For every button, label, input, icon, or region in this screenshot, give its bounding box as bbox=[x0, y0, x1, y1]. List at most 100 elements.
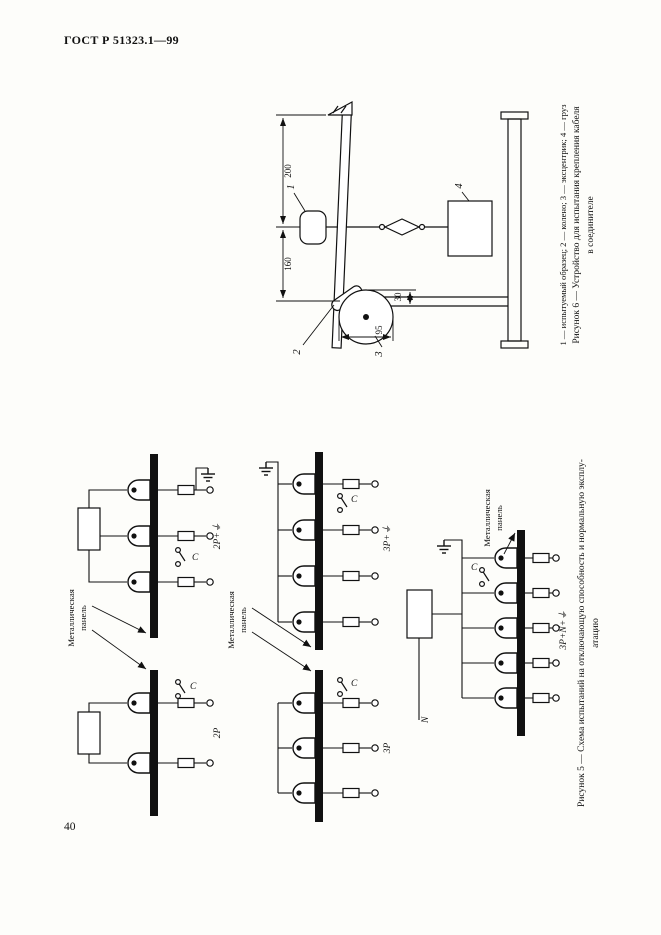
load-box bbox=[532, 657, 550, 669]
connector-contact-icon bbox=[127, 479, 151, 501]
load-box bbox=[532, 692, 550, 704]
terminal-icon bbox=[552, 554, 560, 562]
terminal-icon bbox=[206, 699, 214, 707]
panel-label-left: Металлическая панель bbox=[66, 589, 147, 670]
panel-pointer-arrow bbox=[91, 605, 147, 634]
switch-c-label: C bbox=[351, 495, 358, 505]
load-box bbox=[177, 757, 195, 769]
connector-contact-icon bbox=[494, 652, 518, 674]
panel-label-line1: Металлическая bbox=[482, 489, 492, 547]
metal-panel bbox=[150, 454, 158, 638]
load-box bbox=[342, 616, 360, 628]
switch-icon bbox=[337, 493, 348, 514]
switch-c-label: C bbox=[192, 553, 199, 563]
switch-icon bbox=[175, 678, 186, 700]
connector-contact-icon bbox=[127, 525, 151, 547]
terminal-icon bbox=[371, 526, 379, 534]
connector-contact-icon bbox=[127, 752, 151, 774]
load-box bbox=[342, 478, 360, 490]
panel-label-middle: Металлическая панель bbox=[226, 591, 312, 672]
connector-contact-icon bbox=[494, 582, 518, 604]
chain-and-turnbuckle bbox=[346, 218, 448, 236]
wiring bbox=[418, 539, 553, 720]
figure5-caption: Рисунок 5 — Схема испытаний на отключающ… bbox=[576, 433, 603, 833]
wiring bbox=[88, 702, 206, 764]
dim-label-95: 95 bbox=[374, 325, 384, 335]
panel-label-line2: панель bbox=[238, 607, 248, 633]
panel-pointer-arrow bbox=[251, 607, 312, 648]
switch-icon bbox=[175, 546, 186, 568]
figure6-caption: Рисунок 6 — Устройство для испытания кре… bbox=[571, 86, 598, 364]
weight-box bbox=[447, 200, 493, 257]
connector-contact-icon bbox=[292, 737, 316, 759]
metal-panel bbox=[315, 452, 323, 650]
connector-contact-icon bbox=[292, 519, 316, 541]
page-number: 40 bbox=[64, 821, 76, 833]
callout-3: 3 bbox=[374, 351, 385, 357]
terminal-icon bbox=[552, 589, 560, 597]
load-box bbox=[342, 742, 360, 754]
test-specimen bbox=[299, 210, 338, 245]
metal-panel bbox=[517, 530, 525, 736]
schematic-3p: C 3P bbox=[277, 670, 393, 822]
switch-c-label: C bbox=[351, 679, 358, 689]
connector-contact-icon bbox=[127, 571, 151, 593]
wiring bbox=[277, 702, 371, 794]
terminal-icon bbox=[371, 572, 379, 580]
load-box bbox=[342, 570, 360, 582]
schematic-label-2p-earth: 2P+⏚ bbox=[212, 523, 223, 549]
connector-contact-icon bbox=[292, 565, 316, 587]
terminal-icon bbox=[552, 659, 560, 667]
earth-ground-icon bbox=[436, 539, 452, 554]
load-box bbox=[532, 552, 550, 564]
metal-panel bbox=[150, 670, 158, 816]
figure5-drawing: C 2P+⏚ bbox=[66, 452, 569, 822]
dim-label-160: 160 bbox=[283, 257, 293, 271]
schematic-label-2p: 2P bbox=[213, 728, 223, 739]
neutral-n-label: N bbox=[421, 716, 431, 724]
figure6-caption-line1: Рисунок 6 — Устройство для испытания кре… bbox=[572, 106, 582, 344]
figure5-caption-line1: Рисунок 5 — Схема испытаний на отключающ… bbox=[577, 459, 587, 807]
switch-c-label: C bbox=[471, 563, 478, 573]
load-box bbox=[532, 622, 550, 634]
panel-label-line1: Металлическая bbox=[66, 589, 76, 647]
callout-1: 1 bbox=[286, 184, 297, 189]
dimension-lines bbox=[276, 114, 416, 341]
load-box bbox=[177, 697, 195, 709]
switch-icon bbox=[479, 566, 490, 588]
supply-box bbox=[77, 711, 101, 755]
document-header: ГОСТ Р 51323.1—99 bbox=[64, 33, 179, 47]
panel-label-line1: Металлическая bbox=[226, 591, 236, 649]
terminal-icon bbox=[371, 789, 379, 797]
connector-contact-icon bbox=[127, 692, 151, 714]
supply-box bbox=[406, 589, 433, 639]
callout-leader-lines bbox=[293, 191, 470, 348]
panel-label-line2: панель bbox=[78, 605, 88, 631]
load-box bbox=[177, 530, 195, 542]
load-box bbox=[342, 524, 360, 536]
earth-ground-icon bbox=[200, 467, 216, 482]
switch-icon bbox=[337, 676, 348, 698]
schematic-2p: C 2P bbox=[77, 670, 223, 816]
connector-contact-icon bbox=[292, 782, 316, 804]
load-box bbox=[177, 484, 195, 496]
terminal-icon bbox=[371, 480, 379, 488]
schematic-3p-n-earth: C N 3P+N+⏚ Металлическая панель bbox=[406, 489, 569, 736]
schematic-label-3p: 3P bbox=[383, 743, 393, 755]
terminal-icon bbox=[371, 699, 379, 707]
dim-label-30: 30 bbox=[393, 292, 403, 302]
connector-contact-icon bbox=[494, 687, 518, 709]
panel-pointer-arrow bbox=[251, 631, 312, 672]
terminal-icon bbox=[206, 578, 214, 586]
terminal-icon bbox=[552, 694, 560, 702]
panel-pointer-arrow bbox=[503, 532, 516, 555]
schematic-3p-earth: C 3P+⏚ bbox=[258, 452, 393, 650]
terminal-icon bbox=[206, 486, 214, 494]
connector-contact-icon bbox=[292, 611, 316, 633]
lever-arm bbox=[327, 100, 353, 349]
schematic-label-3p-n-earth: 3P+N+⏚ bbox=[558, 610, 569, 650]
terminal-icon bbox=[371, 744, 379, 752]
figure6-drawing: 200 160 30 95 1 4 2 3 bbox=[276, 100, 529, 358]
schematic-label-3p-earth: 3P+⏚ bbox=[382, 525, 393, 552]
